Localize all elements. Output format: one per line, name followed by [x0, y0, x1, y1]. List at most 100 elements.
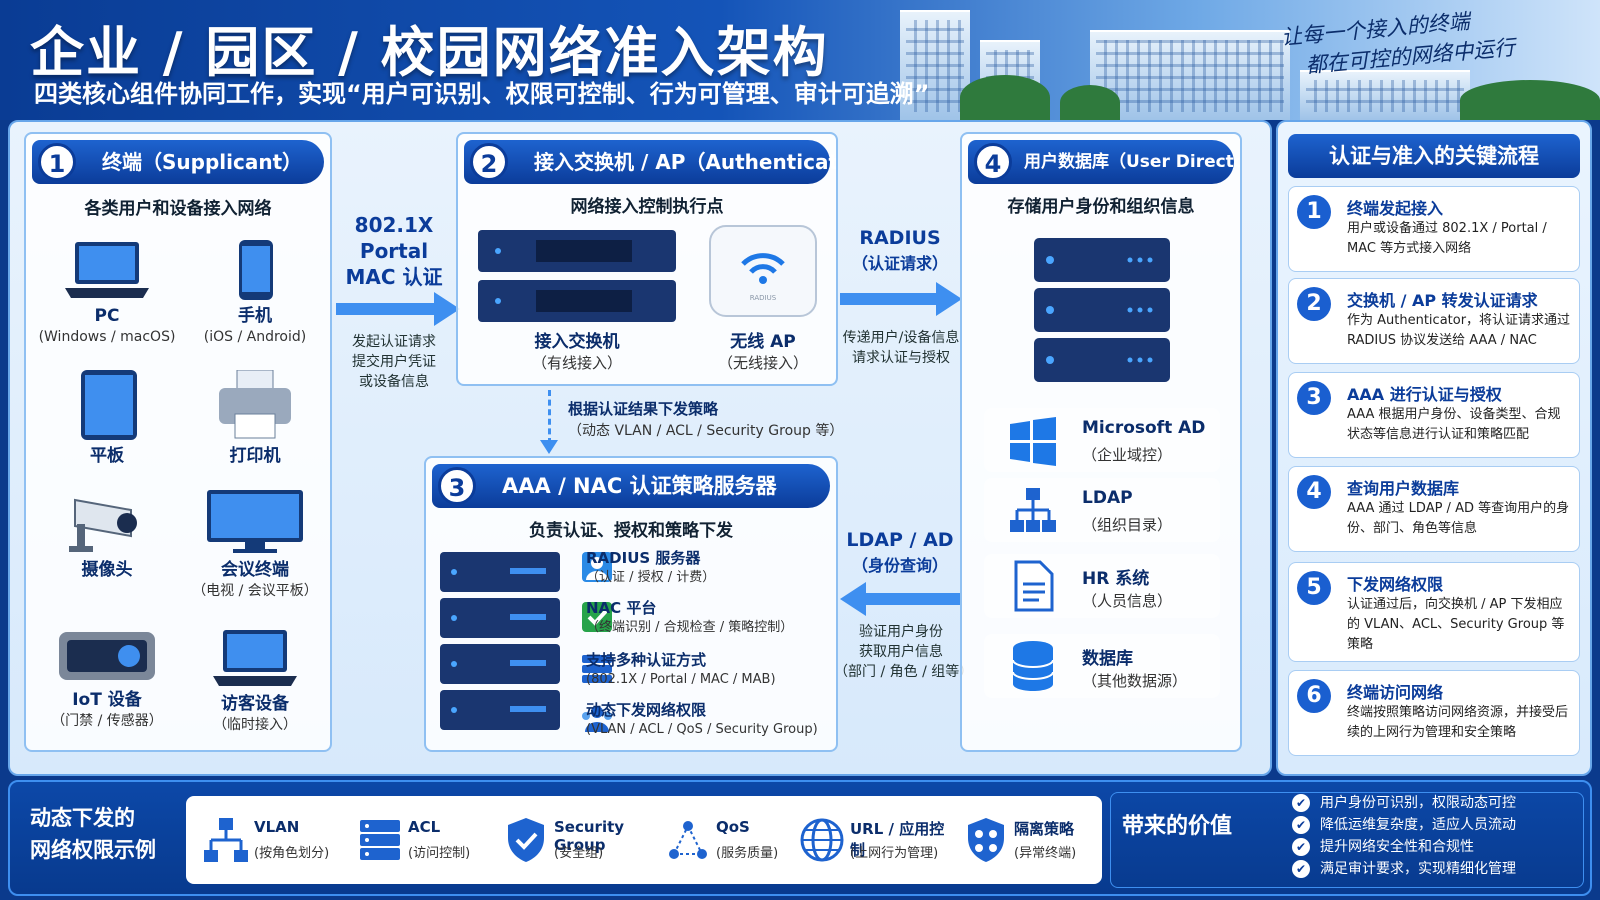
authenticator-subtitle: 网络接入控制执行点 — [570, 197, 724, 217]
users-icon — [582, 706, 612, 732]
building-illustration — [1090, 30, 1290, 120]
permissions-label-line: 网络权限示例 — [30, 838, 156, 862]
building-illustration — [900, 10, 970, 120]
device-name: 平板 — [90, 446, 124, 466]
process-step: 2 交换机 / AP 转发认证请求作为 Authenticator，将认证请求通过… — [1288, 278, 1580, 364]
supplicant-title: 终端（Supplicant） — [102, 150, 303, 174]
aaa-item: NAC 平台（终端识别 / 合规检查 / 策略控制） — [586, 598, 836, 638]
permission-desc: (服务质量) — [716, 846, 779, 861]
camera-icon — [69, 498, 137, 552]
windows-icon — [1010, 417, 1056, 466]
aaa-item-desc: （终端识别 / 合规检查 / 策略控制） — [586, 620, 794, 635]
flow-note: 传递用户/设备信息 请求认证与授权 — [834, 328, 968, 368]
isolate-shield-icon — [968, 818, 1004, 862]
switch-name: 接入交换机 — [534, 332, 620, 352]
process-step: 4 查询用户数据库 AAA 通过 LDAP / AD 等查询用户的身份、部门、角色等… — [1288, 466, 1580, 552]
aaa-header: 3 AAA / NAC 认证策略服务器 — [432, 464, 830, 508]
permission-desc: (按角色划分) — [254, 846, 330, 861]
permission-url-control: URL / 应用控制 (上网行为管理) — [788, 796, 952, 884]
protocol-label: LDAP / AD — [846, 529, 954, 551]
directory-item-ad: Microsoft AD （企业域控） — [984, 408, 1220, 472]
note-line: 传递用户/设备信息 — [842, 330, 960, 346]
permission-security-group: Security Group (安全组) — [492, 796, 652, 884]
flow-directory-aaa: LDAP / AD （身份查询） — [840, 528, 960, 578]
step-number: 4 — [1297, 475, 1331, 509]
tree-illustration — [960, 75, 1050, 120]
qos-icon — [669, 821, 707, 859]
laptop-icon — [65, 242, 149, 298]
database-server-icon — [1034, 238, 1170, 382]
permission-acl: ACL (访问控制) — [346, 796, 498, 884]
device-camera: 摄像头 — [32, 490, 182, 581]
step-desc: 用户或设备通过 802.1X / Portal / MAC 等方式接入网络 — [1347, 221, 1547, 256]
step-desc: 终端按照策略访问网络资源，并接受后续的上网行为管理和安全策略 — [1347, 705, 1569, 740]
step-number: 2 — [1297, 287, 1331, 321]
user-server-icon — [582, 552, 612, 582]
permissions-label-line: 动态下发的 — [30, 806, 135, 830]
permission-isolation: 隔离策略 (异常终端) — [952, 796, 1100, 884]
phone-icon — [239, 240, 273, 300]
device-name: 打印机 — [229, 446, 281, 466]
step-title: 交换机 / AP 转发认证请求 — [1347, 291, 1538, 310]
permission-name: ACL — [408, 818, 441, 836]
aaa-item-name: 支持多种认证方式 — [586, 651, 707, 669]
supplicant-subtitle: 各类用户和设备接入网络 — [84, 199, 272, 219]
process-step: 1 终端发起接入用户或设备通过 802.1X / Portal / MAC 等方式… — [1288, 186, 1580, 272]
permission-name: VLAN — [254, 818, 300, 836]
note-line: 验证用户身份 — [859, 624, 943, 640]
device-desc: (Windows / macOS) — [38, 329, 176, 345]
org-tree-icon — [1010, 488, 1056, 532]
monitor-icon — [207, 490, 303, 553]
permission-name: QoS — [716, 818, 750, 836]
supplicant-header: 1 终端（Supplicant） — [32, 140, 324, 184]
laptop-icon — [213, 630, 297, 686]
arrow-right — [336, 292, 460, 326]
step-title: 终端发起接入 — [1347, 199, 1444, 218]
aaa-item-name: RADIUS 服务器 — [586, 549, 701, 567]
ap-label: 无线 AP （无线接入） — [688, 332, 836, 374]
header-banner: 企业 / 园区 / 校园网络准入架构 四类核心组件协同工作，实现“用户可识别、权… — [0, 0, 1600, 120]
switch-desc: （有线接入） — [531, 354, 622, 372]
vlan-icon — [204, 818, 248, 862]
printer-icon — [219, 370, 291, 439]
device-meeting-terminal: 会议终端 （电视 / 会议平板） — [180, 490, 330, 602]
step-desc: AAA 根据用户身份、设备类型、合规状态等信息进行认证和策略匹配 — [1347, 407, 1561, 442]
server-rack-icon — [440, 552, 560, 730]
device-desc: （临时接入） — [213, 717, 297, 733]
directory-item-ldap: LDAP （组织目录） — [984, 478, 1220, 542]
protocol-label: RADIUS — [859, 227, 941, 249]
directory-item-name: Microsoft AD — [1082, 418, 1206, 438]
permission-name: 隔离策略 — [1014, 820, 1075, 838]
value-item: 提升网络安全性和合规性 — [1292, 836, 1516, 858]
check-icon — [582, 602, 612, 632]
value-item: 降低运维复杂度，适应人员流动 — [1292, 814, 1516, 836]
device-guest: 访客设备 （临时接入） — [180, 628, 330, 736]
tree-illustration — [1060, 85, 1120, 120]
step-desc: AAA 通过 LDAP / AD 等查询用户的身份、部门、角色等信息 — [1347, 501, 1570, 536]
arrow-head-down — [540, 440, 558, 454]
device-printer: 打印机 — [180, 370, 330, 467]
device-desc: （门禁 / 传感器） — [51, 713, 163, 729]
step-number: 3 — [1297, 381, 1331, 415]
acl-icon — [360, 820, 400, 860]
database-icon — [1012, 641, 1054, 691]
step-desc: 作为 Authenticator，将认证请求通过 RADIUS 协议发送给 AA… — [1347, 313, 1571, 348]
switch-icon — [478, 230, 676, 322]
step-number: 1 — [1297, 195, 1331, 229]
permission-desc: (访问控制) — [408, 846, 471, 861]
aaa-subtitle: 负责认证、授权和策略下发 — [529, 521, 733, 541]
ap-desc: （无线接入） — [717, 354, 808, 372]
step-number: 4 — [974, 143, 1012, 181]
step-title: 查询用户数据库 — [1347, 479, 1460, 498]
aaa-item: 动态下发网络权限(VLAN / ACL / QoS / Security Gro… — [586, 700, 836, 740]
device-name: 手机 — [238, 306, 272, 326]
device-name: IoT 设备 — [72, 690, 142, 710]
protocol-label: MAC 认证 — [345, 265, 443, 289]
policy-flow-desc: （动态 VLAN / ACL / Security Group 等） — [568, 423, 844, 439]
aaa-card: 3 AAA / NAC 认证策略服务器 负责认证、授权和策略下发 RADIUS … — [424, 456, 838, 752]
tree-illustration — [1460, 80, 1600, 120]
server-stack-icon — [582, 655, 612, 683]
note-line: 或设备信息 — [359, 374, 429, 390]
aaa-item-desc: (802.1X / Portal / MAC / MAB) — [586, 672, 776, 687]
